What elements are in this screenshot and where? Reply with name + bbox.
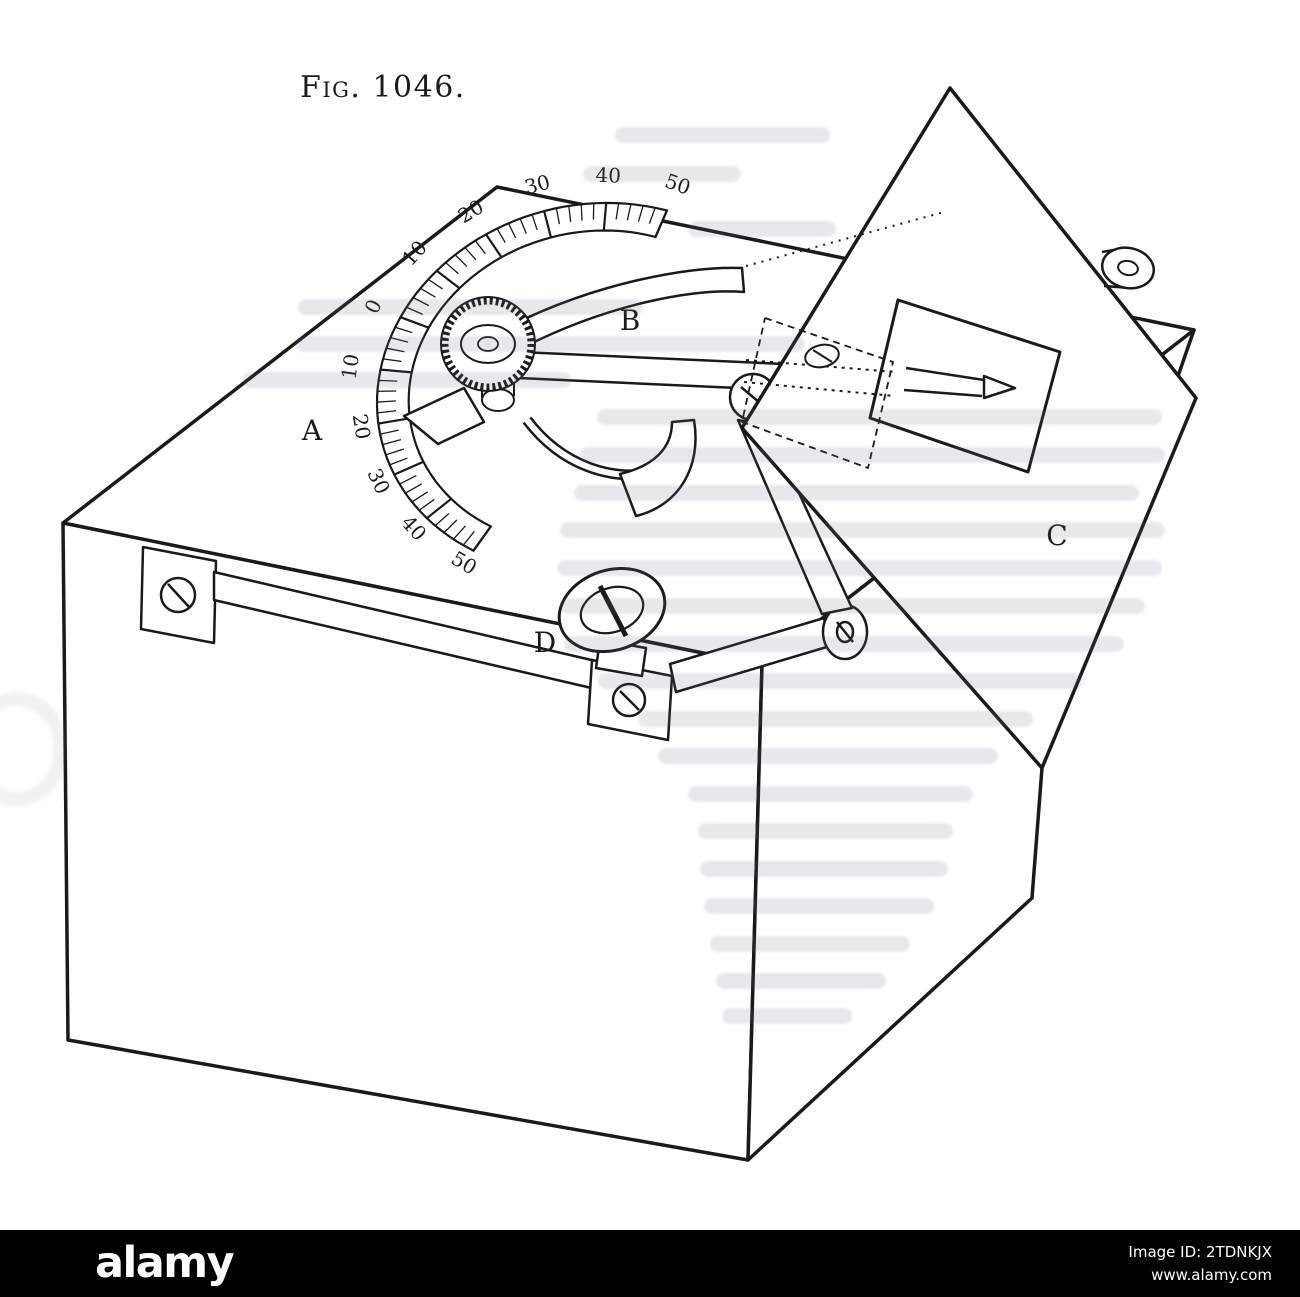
curved-arm-outline: [514, 268, 744, 346]
scale-number: 30: [522, 170, 553, 200]
scale-tick: [532, 215, 537, 230]
vernier-pointer: [404, 388, 484, 444]
right-rod-cap: [1098, 243, 1157, 293]
knob-stem: [482, 389, 514, 411]
watermark-meta: Image ID: 2TDNKJX www.alamy.com: [1128, 1241, 1272, 1287]
scale-tick: [377, 411, 396, 413]
scale-tick: [435, 514, 449, 526]
knob-knurling: [445, 301, 531, 387]
scale-tick: [405, 484, 421, 493]
scale-tick: [378, 418, 410, 423]
scale-tick: [604, 203, 606, 231]
clamp-hook: [620, 420, 696, 516]
scale-tick: [400, 476, 417, 484]
knob-hub: [478, 337, 498, 351]
scale-tick: [390, 338, 408, 342]
plate-c-window: [870, 300, 1060, 472]
scale-tick: [508, 223, 515, 238]
image-id-value: 2TDNKJX: [1205, 1242, 1272, 1261]
scale-tick: [380, 370, 411, 373]
scale-tick: [497, 229, 505, 243]
scale-tick: [383, 440, 401, 445]
scale-tick: [380, 430, 399, 434]
scale-tick: [412, 492, 428, 502]
knurled-knob: [441, 297, 535, 411]
scale-tick: [446, 263, 459, 274]
figure-part-labels: A B C D: [301, 304, 1068, 659]
scale-tick: [428, 279, 442, 289]
thumbscrew-slot: [600, 586, 626, 636]
scale-tick: [544, 211, 551, 237]
scale-tick: [616, 203, 619, 219]
scale-tick: [420, 288, 435, 297]
scale-tick: [401, 317, 429, 328]
image-id-line: Image ID: 2TDNKJX: [1128, 1241, 1272, 1264]
pointer-through-window: [904, 368, 1015, 398]
pointer-edge-upper: [906, 368, 984, 380]
scale-number: 50: [662, 169, 694, 200]
alamy-logo: alamy: [95, 1238, 235, 1288]
alamy-url: www.alamy.com: [1151, 1265, 1272, 1284]
scale-tick: [419, 499, 434, 510]
scale-tick: [581, 204, 582, 220]
scale-tick: [473, 526, 490, 550]
thumbscrew-d: [548, 555, 675, 676]
label-b: B: [620, 304, 641, 337]
scale-tick: [407, 307, 423, 314]
pointer-tip: [984, 376, 1015, 398]
scale-tick: [386, 449, 404, 455]
protractor-band: [377, 203, 667, 551]
scale-tick: [395, 327, 412, 332]
scale-tick: [444, 520, 457, 533]
scale-tick: [465, 248, 476, 260]
slider-screw-slot: [813, 350, 832, 362]
pointer-edge-lower: [904, 390, 982, 396]
vernier-wedge: [404, 388, 484, 444]
scale-tick: [655, 211, 666, 237]
center-bracket-screw-slot: [620, 691, 639, 710]
scale-tick: [427, 499, 451, 518]
left-bracket-screw-slot: [168, 584, 189, 607]
rod-end-cap-slot: [837, 622, 853, 642]
scale-tick: [413, 298, 429, 306]
label-c: C: [1046, 519, 1067, 552]
hidden-slider-outline: [742, 318, 893, 468]
scale-tick: [520, 219, 526, 234]
scale-tick: [377, 401, 396, 402]
scale-number: 10: [336, 352, 363, 381]
scale-tick: [627, 204, 631, 220]
scale-tick: [437, 271, 460, 288]
scale-tick: [463, 531, 474, 545]
hidden-arm-line-lower: [744, 382, 894, 396]
scale-tick: [455, 255, 467, 267]
label-d: D: [534, 626, 556, 659]
scale-tick: [379, 380, 398, 381]
scale-tick: [386, 348, 404, 352]
scale-number: 20: [348, 412, 376, 441]
scale-tick: [638, 206, 643, 222]
scale-tick: [556, 208, 559, 224]
image-id-label: Image ID:: [1128, 1242, 1202, 1261]
scale-tick: [569, 206, 571, 222]
plate-c: [742, 88, 1196, 768]
label-a: A: [301, 414, 323, 447]
curved-arm-b: [514, 268, 744, 346]
scale-tick: [383, 359, 401, 362]
right-rod-cap-hub: [1117, 259, 1139, 277]
scale-tick: [486, 234, 501, 257]
scale-tick: [390, 458, 408, 465]
watermark-bar: alamy Image ID: 2TDNKJX www.alamy.com: [0, 1230, 1300, 1297]
scale-tick: [394, 462, 423, 475]
hidden-arm-line-upper: [746, 360, 896, 372]
scale-tick: [453, 526, 465, 539]
scale-tick: [649, 208, 655, 224]
scale-number: 40: [595, 163, 621, 188]
scale-tick: [475, 241, 485, 254]
front-hardware: [141, 547, 867, 740]
clamp-assembly: [527, 374, 852, 614]
figure-caption: Fig. 1046.: [300, 70, 466, 105]
